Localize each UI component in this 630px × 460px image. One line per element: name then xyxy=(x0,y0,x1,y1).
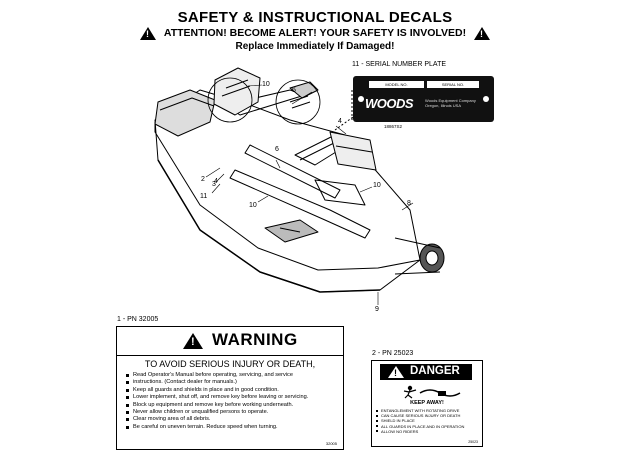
callout-10b: 10 xyxy=(373,182,381,189)
callout-10c: 10 xyxy=(249,202,257,209)
callout-2: 2 xyxy=(201,176,205,183)
list-item: Block up equipment and remove key before… xyxy=(125,402,340,409)
list-item: Keep all guards and shields in place and… xyxy=(125,387,340,394)
danger-header: ! DANGER xyxy=(380,364,472,380)
callout-8: 8 xyxy=(407,200,411,207)
danger-items: ENTANGLEMENT WITH ROTATING DRIVE CAN CAU… xyxy=(376,408,480,434)
callout-11: 11 xyxy=(200,193,208,200)
list-item: ALLOW NO RIDERS xyxy=(376,429,480,434)
list-item: CAN CAUSE SERIOUS INJURY OR DEATH xyxy=(376,413,480,418)
callout-3: 3 xyxy=(212,181,216,188)
serial-number-field: SERIAL NO. xyxy=(427,81,479,88)
entanglement-pictogram-icon xyxy=(380,383,472,399)
warning-decal: ! WARNING TO AVOID SERIOUS INJURY OR DEA… xyxy=(116,326,344,450)
callout-4b: 4 xyxy=(214,178,218,185)
danger-decal: ! DANGER KEEP AWAY! ENTANGLEMENT WITH RO… xyxy=(371,360,483,447)
list-item: ALL GUARDS IN PLACE AND IN OPERATION xyxy=(376,424,480,429)
list-item: Never allow children or unqualified pers… xyxy=(125,409,340,416)
callout-10: 10 xyxy=(262,81,270,88)
warning-decal-label: 1 - PN 32005 xyxy=(117,316,159,323)
danger-decal-label: 2 - PN 25023 xyxy=(372,350,414,357)
warning-triangle-icon: ! xyxy=(388,366,404,378)
warning-signal-word: WARNING xyxy=(212,330,298,349)
callout-9: 9 xyxy=(375,306,379,313)
warning-triangle-icon: ! xyxy=(140,27,156,40)
replace-notice: Replace Immediately If Damaged! xyxy=(235,41,395,52)
callout-4: 4 xyxy=(338,118,342,125)
attention-text: ATTENTION! BECOME ALERT! YOUR SAFETY IS … xyxy=(163,27,467,39)
danger-part-number: 25023 xyxy=(468,440,478,444)
serial-number-plate: MODEL NO. SERIAL NO. WOODS Woods Equipme… xyxy=(353,76,494,122)
plate-address: Woods Equipment Company Oregon, Illinois… xyxy=(425,98,476,108)
list-item: Clear moving area of all debris. xyxy=(125,416,340,423)
page-title: SAFETY & INSTRUCTIONAL DECALS xyxy=(177,9,453,26)
list-item: ENTANGLEMENT WITH ROTATING DRIVE xyxy=(376,408,480,413)
list-item: Read Operator's Manual before operating,… xyxy=(125,372,340,379)
warning-header: ! WARNING xyxy=(117,327,343,355)
callout-5: 5 xyxy=(292,87,296,94)
mower-illustration xyxy=(154,67,445,305)
serial-plate-part-number: 18867S2 xyxy=(384,124,403,129)
woods-logo: WOODS xyxy=(365,96,414,111)
danger-signal-word: DANGER xyxy=(410,365,460,377)
attention-row: ! ATTENTION! BECOME ALERT! YOUR SAFETY I… xyxy=(140,27,490,41)
warning-triangle-icon: ! xyxy=(183,333,203,349)
list-item: Be careful on uneven terrain. Reduce spe… xyxy=(125,424,340,431)
warning-part-number: 32005 xyxy=(325,441,337,446)
rivet-hole-icon xyxy=(358,96,364,102)
model-number-field: MODEL NO. xyxy=(369,81,424,88)
warning-headline: TO AVOID SERIOUS INJURY OR DEATH, xyxy=(144,359,316,369)
danger-subtitle: KEEP AWAY! xyxy=(410,400,444,406)
rivet-hole-icon xyxy=(483,96,489,102)
list-item: instructions. (Contact dealer for manual… xyxy=(125,379,340,386)
callout-6: 6 xyxy=(275,146,279,153)
serial-plate-label: 11 - SERIAL NUMBER PLATE xyxy=(352,61,447,68)
list-item: Lower implement, shut off, and remove ke… xyxy=(125,394,340,401)
list-item: SHIELD IN PLACE xyxy=(376,418,480,423)
warning-items: Read Operator's Manual before operating,… xyxy=(125,372,340,431)
warning-triangle-icon: ! xyxy=(474,27,490,40)
